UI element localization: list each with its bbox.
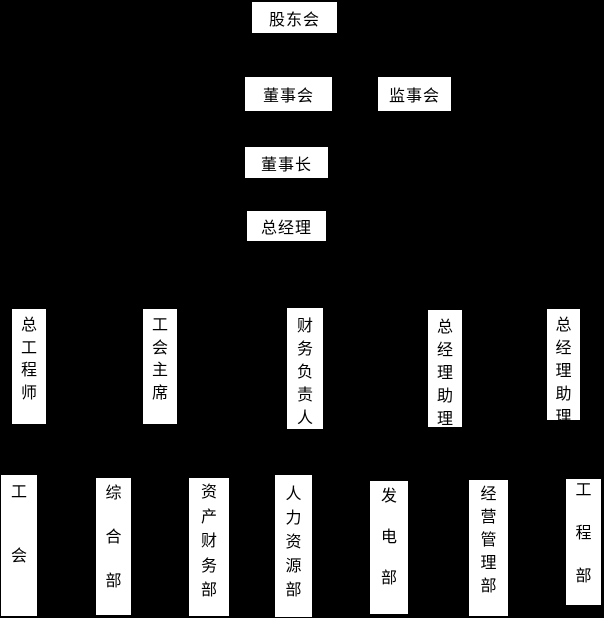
- org-box-power-generation-dept: 发电部: [370, 481, 408, 614]
- org-box-general-manager: 总经理: [247, 211, 326, 241]
- org-box-asset-finance-dept: 资产财务部: [189, 478, 229, 616]
- org-box-chief-engineer: 总工程师: [12, 309, 46, 424]
- org-box-chairman: 董事长: [245, 147, 328, 178]
- org-box-gm-assistant-2: 总经理助理: [547, 309, 580, 420]
- org-box-board-of-directors: 董事会: [245, 77, 332, 111]
- org-box-operation-management-dept: 经营管理部: [469, 480, 508, 616]
- org-box-supervisory-board: 监事会: [378, 77, 451, 111]
- org-box-shareholders-meeting: 股东会: [252, 2, 337, 33]
- org-box-finance-chief: 财务负责人: [287, 308, 323, 429]
- org-box-labor-union: 工会: [1, 475, 37, 616]
- org-box-engineering-dept: 工程部: [566, 479, 601, 605]
- org-box-hr-dept: 人力资源部: [275, 475, 312, 617]
- org-box-general-affairs-dept: 综合部: [96, 478, 131, 615]
- org-box-gm-assistant-1: 总经理助理: [428, 310, 462, 427]
- org-box-union-chairman: 工会主席: [143, 309, 177, 424]
